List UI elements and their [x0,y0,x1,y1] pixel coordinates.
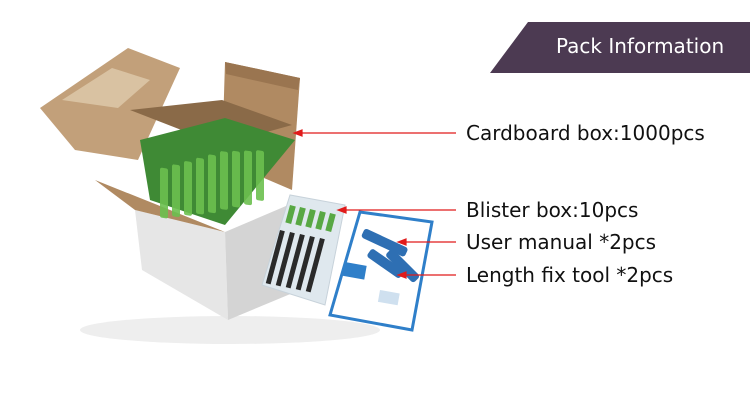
arrow-manual-head [396,238,407,246]
box-front-wall [135,210,228,320]
arrow-tool-head [396,271,407,279]
length-fix-tools [361,228,420,283]
banner-shape [490,22,750,73]
pack-information-banner [490,22,750,73]
label-user-manual: User manual *2pcs [466,230,657,254]
label-length-fix-tool: Length fix tool *2pcs [466,263,674,287]
banner-title: Pack Information [556,34,725,58]
arrow-cardboard-head [292,129,303,137]
connectors-in-box [140,118,295,225]
label-cardboard-box: Cardboard box:1000pcs [466,121,705,145]
arrow-blister-head [336,206,347,214]
blister-box [261,194,346,306]
label-blister-box: Blister box:10pcs [466,198,639,222]
floor-shadow [80,316,380,344]
